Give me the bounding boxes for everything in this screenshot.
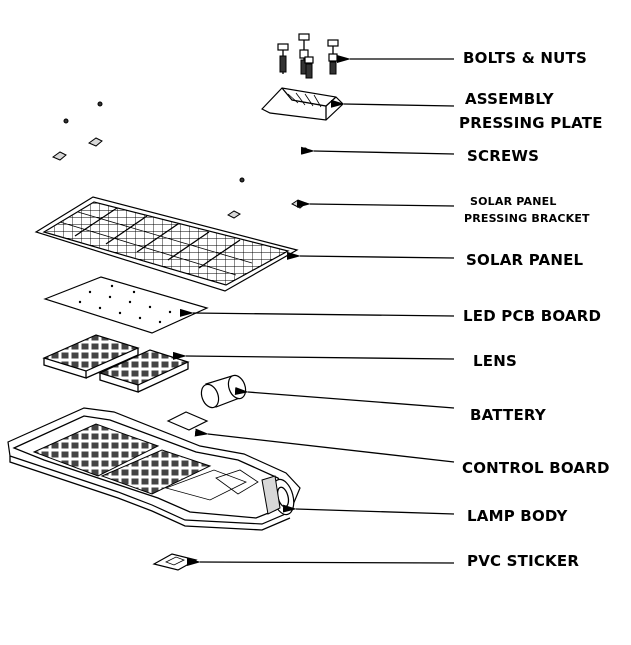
lens-part <box>42 334 190 393</box>
solar-panel-pressing-bracket-part <box>291 199 307 209</box>
lamp-body-part <box>7 407 301 531</box>
label-battery: BATTERY <box>470 406 546 424</box>
arrow-lamp-body <box>282 504 455 515</box>
assembly-pressing-plate-part <box>261 87 344 121</box>
label-pvc-sticker: PVC STICKER <box>467 552 580 570</box>
label-control-board: CONTROL BOARD <box>462 459 610 477</box>
label-screws: SCREWS <box>467 147 540 165</box>
led-pcb-board-part <box>43 276 209 334</box>
battery-part <box>200 374 247 409</box>
label-lens: LENS <box>473 352 517 370</box>
arrow-battery <box>234 387 455 409</box>
label-assembly-line1: ASSEMBLY <box>465 90 554 108</box>
arrow-lens <box>172 351 455 360</box>
bolts-and-nuts-part <box>277 33 339 79</box>
solar-panel-part <box>34 196 299 292</box>
label-bracket-line1: SOLAR PANEL <box>470 195 557 208</box>
label-bolts-nuts: BOLTS & NUTS <box>463 49 587 67</box>
arrow-solar-panel <box>286 251 455 260</box>
label-bracket-line2: PRESSING BRACKET <box>464 212 590 225</box>
leader-arrows <box>172 55 455 566</box>
arrow-screws <box>300 146 455 155</box>
arrow-assembly-plate <box>330 99 455 108</box>
arrow-pvc-sticker <box>186 557 455 566</box>
control-board-part <box>166 411 209 431</box>
arrow-led-pcb <box>179 308 455 317</box>
label-led-pcb-board: LED PCB BOARD <box>463 307 602 325</box>
label-assembly-line2: PRESSING PLATE <box>459 114 603 132</box>
arrow-bracket <box>296 199 455 208</box>
label-solar-panel: SOLAR PANEL <box>466 251 584 269</box>
pvc-sticker-part <box>152 553 198 571</box>
label-lamp-body: LAMP BODY <box>467 507 568 525</box>
arrow-control-board <box>194 428 455 463</box>
